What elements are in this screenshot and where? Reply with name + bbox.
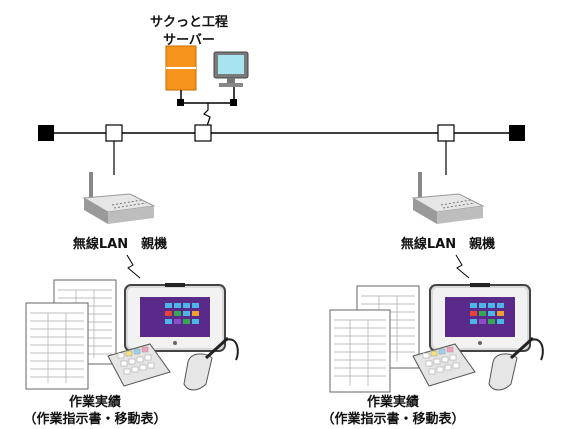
right-docs-label-line1: 作業実績 — [366, 395, 419, 410]
server-group — [165, 45, 249, 127]
left-ap-label: 無線LAN 親機 — [72, 237, 168, 252]
right-docs-label-line2: （作業指示書・移動表） — [321, 412, 465, 427]
bus-node — [194, 124, 212, 142]
left-docs-label-line2: （作業指示書・移動表） — [23, 412, 167, 427]
monitor-icon — [213, 51, 249, 87]
bus-node — [105, 124, 123, 142]
right-ap-label: 無線LAN 親機 — [400, 237, 496, 252]
network-bus — [38, 124, 525, 175]
barcode-scanner-icon — [488, 336, 544, 391]
server-label-line2: サーバー — [163, 33, 215, 48]
keypad-icon — [107, 343, 171, 387]
bus-node — [437, 124, 455, 142]
left-docs-label-line1: 作業実績 — [68, 395, 121, 410]
documents-icon — [329, 285, 420, 393]
wireless-ap-icon — [411, 172, 485, 224]
keypad-icon — [412, 343, 476, 387]
tablet-terminal-icon — [429, 283, 531, 352]
barcode-scanner-icon — [183, 336, 239, 391]
server-label-line1: サクっと工程 — [149, 15, 228, 30]
documents-icon — [25, 279, 117, 390]
bus-terminator-left — [38, 125, 54, 141]
wireless-ap-icon — [82, 172, 156, 224]
tablet-terminal-icon — [124, 283, 226, 352]
bus-terminator-right — [509, 125, 525, 141]
